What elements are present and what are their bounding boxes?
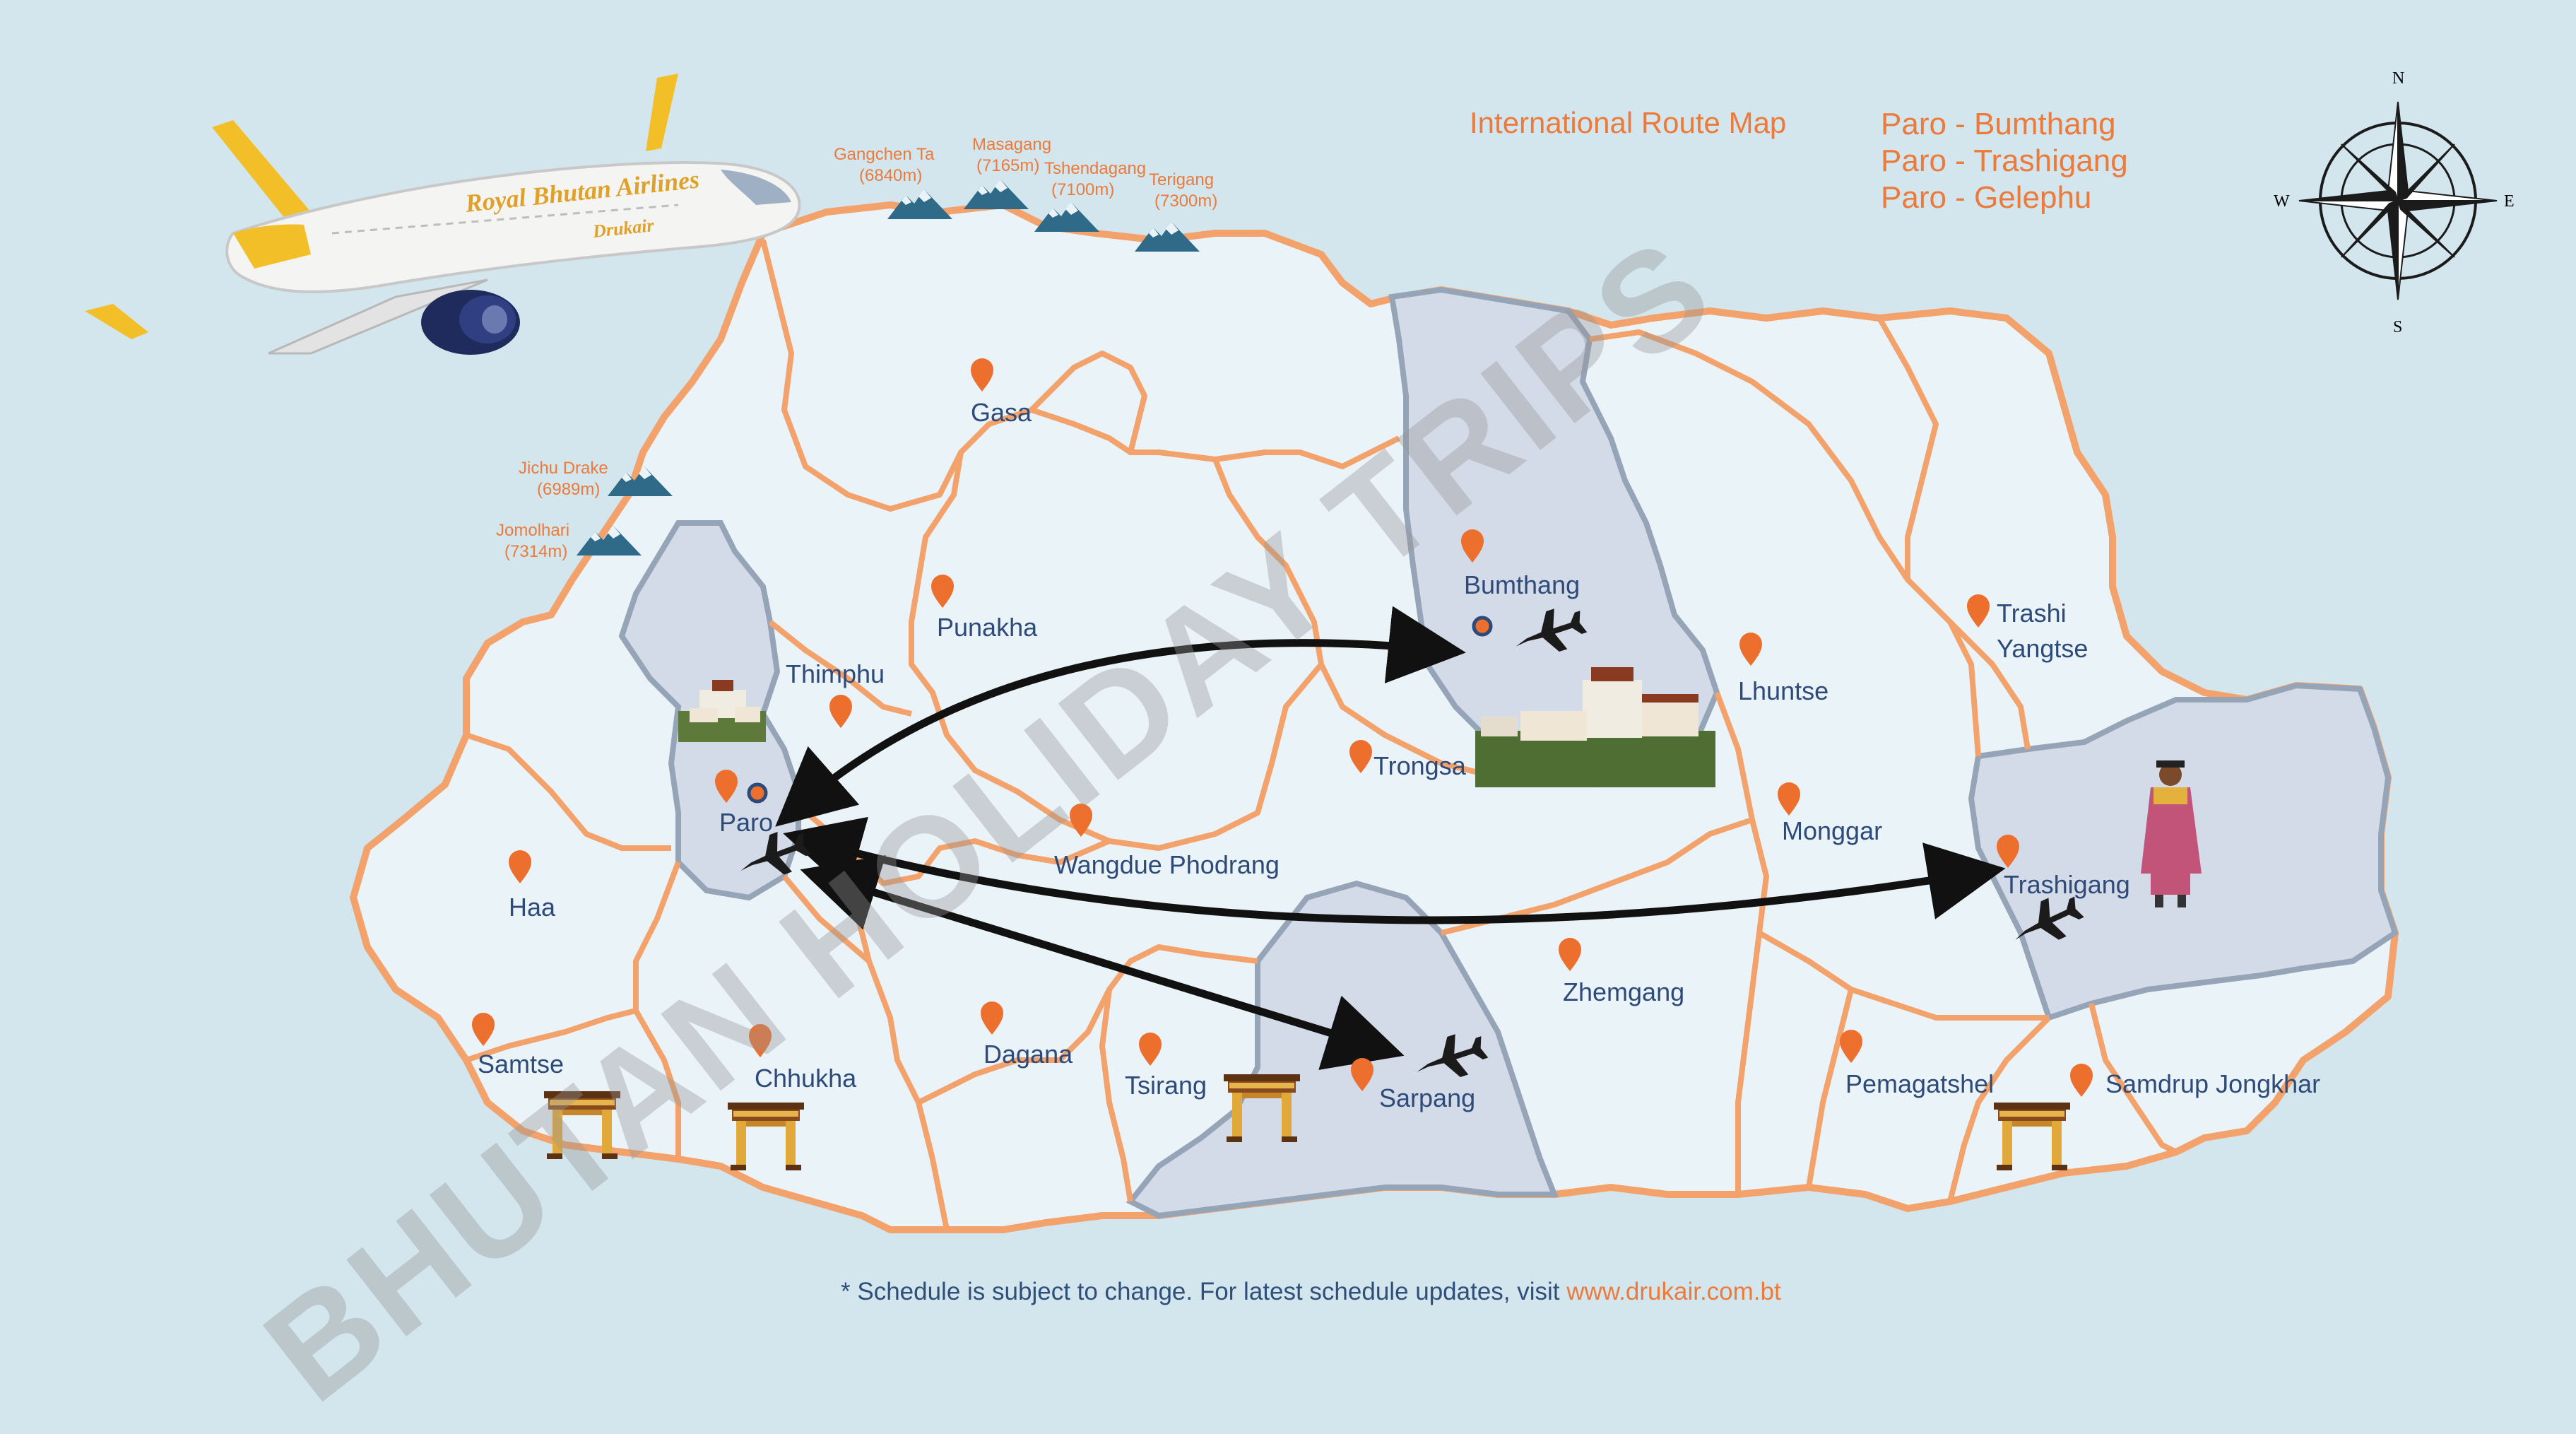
district-label: Paro <box>719 808 773 837</box>
route-list: Paro - Bumthang Paro - Trashigang Paro -… <box>1881 106 2128 216</box>
route-paro-bumthang <box>775 606 1466 827</box>
district-label: Yangtse <box>1997 634 2088 663</box>
district-label: Lhuntse <box>1738 676 1828 705</box>
footer-note: * Schedule is subject to change. For lat… <box>841 1278 1830 1306</box>
route-item: Paro - Bumthang <box>1881 107 2116 141</box>
district-label: Dagana <box>983 1040 1073 1069</box>
airplane-illustration: Royal Bhutan Airlines Drukair <box>85 74 801 355</box>
district-label: Samtse <box>478 1050 564 1079</box>
district-label: Trashigang <box>2004 870 2130 899</box>
district-label: Punakha <box>937 613 1038 642</box>
peak-name: Tshendagang <box>1044 159 1146 178</box>
footer-link[interactable]: www.drukair.com.bt <box>1566 1278 1781 1305</box>
district-label: Pemagatshel <box>1845 1069 1994 1098</box>
district-label: Thimphu <box>786 659 885 688</box>
bumthang-dzong-picture <box>1475 667 1715 787</box>
district-label: Sarpang <box>1379 1083 1475 1112</box>
bhutanese-person-picture <box>2141 760 2202 907</box>
peak-height: (6840m) <box>859 166 922 185</box>
airport-markers <box>732 601 2088 1090</box>
district-label: Bumthang <box>1464 570 1580 599</box>
district-label: Haa <box>509 893 556 922</box>
district-label: Chhukha <box>755 1064 857 1093</box>
district-label: Zhemgang <box>1563 977 1684 1006</box>
route-map: Gangchen Ta (6840m) Masagang (7165m) Tsh… <box>85 69 2515 1233</box>
district-label: Tsirang <box>1125 1071 1207 1100</box>
route-paro-gelephu <box>800 855 1405 1070</box>
footer-text: * Schedule is subject to change. For lat… <box>841 1278 1560 1305</box>
route-item: Paro - Gelephu <box>1881 180 2092 215</box>
paro-dzong-picture <box>678 680 766 742</box>
compass-rose: N S E W <box>2274 69 2515 336</box>
peak-name: Jomolhari <box>496 521 569 540</box>
flight-routes <box>775 606 2006 1070</box>
peak-height: (6989m) <box>537 480 600 499</box>
peak-name: Jichu Drake <box>519 459 608 478</box>
compass-south: S <box>2393 318 2402 336</box>
district-label: Monggar <box>1782 816 1882 845</box>
peak-height: (7300m) <box>1154 192 1217 211</box>
route-item: Paro - Trashigang <box>1881 143 2128 178</box>
compass-west: W <box>2274 192 2290 211</box>
district-label: Trongsa <box>1373 751 1467 780</box>
peak-height: (7314m) <box>504 542 567 561</box>
compass-north: N <box>2392 69 2404 88</box>
peak-name: Gangchen Ta <box>834 145 935 164</box>
district-labels: Gasa Punakha Thimphu Paro Haa Samtse Chh… <box>478 398 2320 1112</box>
district-label: Samdrup Jongkhar <box>2105 1069 2320 1098</box>
compass-east: E <box>2504 192 2515 211</box>
peak-name: Terigang <box>1149 170 1214 189</box>
peak-name: Masagang <box>972 135 1051 154</box>
peak-height: (7100m) <box>1051 180 1114 199</box>
district-label: Wangdue Phodrang <box>1054 850 1280 879</box>
district-label: Trashi <box>1997 599 2067 628</box>
legend-title: International Route Map <box>1470 106 1787 139</box>
peaks: Gangchen Ta (6840m) Masagang (7165m) Tsh… <box>496 135 1217 561</box>
district-label: Gasa <box>971 398 1032 427</box>
peak-height: (7165m) <box>976 156 1039 175</box>
